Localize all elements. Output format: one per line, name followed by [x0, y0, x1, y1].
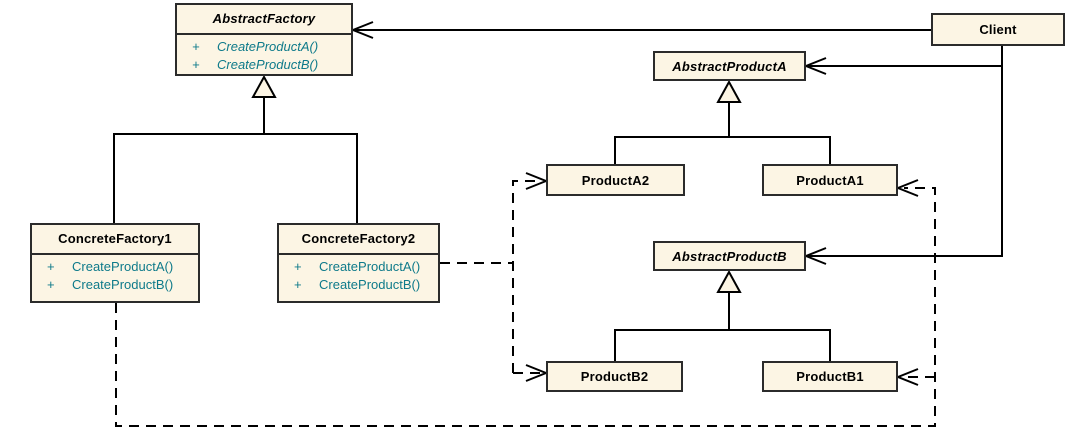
generalization-productsB-to-abstractproductB: [614, 269, 831, 361]
method-row: + CreateProductA(): [279, 258, 438, 276]
hollow-triangle-icon: [716, 269, 742, 293]
class-methods: + CreateProductA() + CreateProductB(): [32, 255, 198, 294]
method-row: + CreateProductA(): [177, 38, 351, 56]
class-box-abstract-product-a: AbstractProductA: [653, 51, 806, 81]
method-signature: CreateProductB(): [217, 57, 319, 72]
class-box-concrete-factory1: ConcreteFactory1 + CreateProductA() + Crea…: [30, 223, 200, 303]
class-box-abstract-product-b: AbstractProductB: [653, 241, 806, 271]
open-arrowhead: [803, 247, 827, 265]
class-box-abstract-factory: AbstractFactory + CreateProductA() + Creat…: [175, 3, 353, 76]
method-signature: CreateProductA(): [72, 259, 174, 274]
class-methods: + CreateProductA() + CreateProductB(): [177, 35, 351, 74]
class-title: AbstractProductB: [672, 248, 787, 264]
class-box-concrete-factory2: ConcreteFactory2 + CreateProductA() + Crea…: [277, 223, 440, 303]
class-box-client: Client: [931, 13, 1065, 46]
open-arrowhead: [350, 21, 374, 39]
method-visibility: +: [47, 277, 55, 292]
method-visibility: +: [192, 57, 200, 72]
dependency-concretefactory2-to-products: [440, 172, 549, 382]
method-visibility: +: [294, 259, 302, 274]
class-title: ConcreteFactory2: [279, 225, 438, 255]
method-signature: CreateProductB(): [72, 277, 174, 292]
class-title: AbstractFactory: [177, 5, 351, 35]
class-methods: + CreateProductA() + CreateProductB(): [279, 255, 438, 294]
method-signature: CreateProductB(): [319, 277, 421, 292]
hollow-triangle-icon: [251, 74, 277, 98]
method-row: + CreateProductB(): [177, 56, 351, 74]
method-visibility: +: [192, 39, 200, 54]
open-arrowhead: [895, 368, 919, 386]
class-box-product-a2: ProductA2: [546, 164, 685, 196]
class-title: ProductB2: [580, 369, 649, 384]
class-title: ConcreteFactory1: [32, 225, 198, 255]
method-signature: CreateProductA(): [217, 39, 319, 54]
method-row: + CreateProductB(): [279, 276, 438, 294]
class-title: AbstractProductA: [672, 58, 787, 74]
method-visibility: +: [47, 259, 55, 274]
class-title: Client: [979, 22, 1017, 37]
generalization-concretefactories-to-abstractfactory: [113, 74, 358, 223]
open-arrowhead: [803, 57, 827, 75]
class-title: ProductB1: [796, 369, 864, 384]
class-title: ProductA2: [581, 172, 650, 188]
class-title: ProductA1: [796, 172, 864, 188]
method-visibility: +: [294, 277, 302, 292]
method-signature: CreateProductA(): [319, 259, 421, 274]
open-arrowhead: [895, 179, 919, 197]
class-box-product-b2: ProductB2: [546, 361, 683, 392]
class-box-product-a1: ProductA1: [762, 164, 898, 196]
method-row: + CreateProductB(): [32, 276, 198, 294]
method-row: + CreateProductA(): [32, 258, 198, 276]
hollow-triangle-icon: [716, 79, 742, 103]
dependency-concretefactory1-to-products: [115, 179, 936, 427]
class-box-product-b1: ProductB1: [762, 361, 898, 392]
association-client-to-abstractproducts: [803, 46, 1003, 265]
association-client-to-abstractfactory: [350, 21, 931, 39]
generalization-productsA-to-abstractproductA: [614, 79, 831, 164]
